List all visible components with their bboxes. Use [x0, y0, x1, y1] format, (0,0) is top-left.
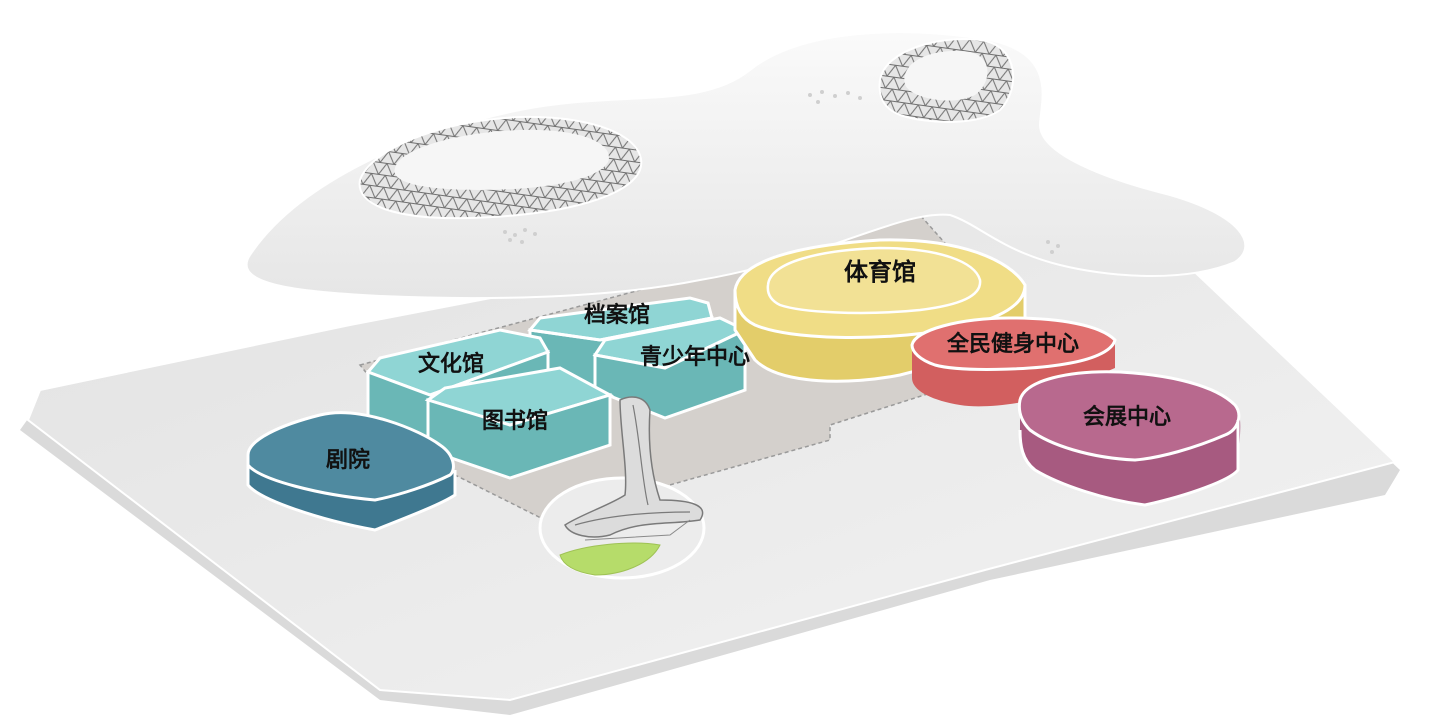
label-youth-center: 青少年中心: [640, 344, 750, 370]
label-library: 图书馆: [482, 408, 548, 434]
building-youth-center: 青少年中心: [592, 316, 750, 420]
building-library: 图书馆: [424, 366, 614, 480]
roof-canopy: [245, 31, 1247, 300]
landmark-sculpture: [538, 396, 706, 580]
label-theater: 剧院: [326, 447, 370, 473]
green-lawn: [559, 542, 661, 576]
label-fitness-center: 全民健身中心: [946, 331, 1079, 357]
label-stadium: 体育馆: [844, 258, 916, 286]
label-exhibition-center: 会展中心: [1083, 404, 1171, 430]
roof-perforations: [503, 90, 1060, 254]
label-archives: 档案馆: [584, 302, 650, 328]
building-theater: 剧院: [246, 411, 457, 532]
building-exhibition-center: 会展中心: [1017, 370, 1241, 507]
label-culture-hall: 文化馆: [418, 351, 484, 377]
